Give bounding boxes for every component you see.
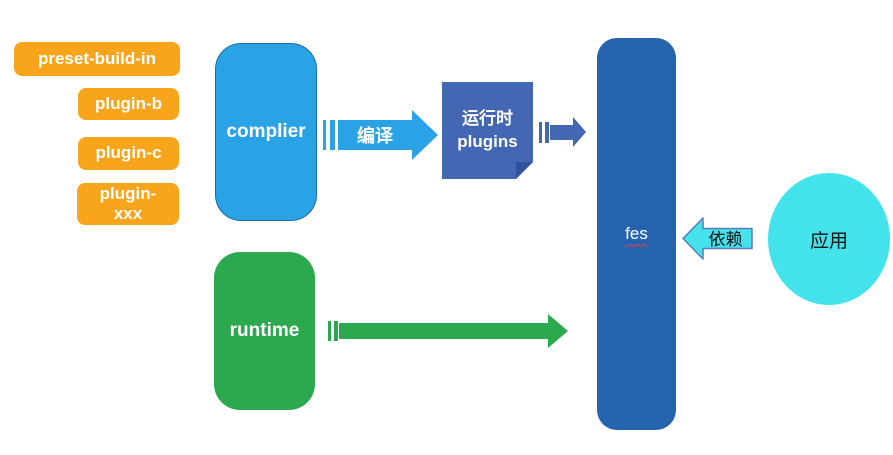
node-fes: fes <box>597 38 676 430</box>
plugins-to-fes-arrow-shaft <box>550 125 573 140</box>
badge-plugin-b: plugin-b <box>78 88 179 120</box>
badge-label: preset-build-in <box>37 48 157 68</box>
runtime-to-fes-arrow <box>328 314 568 348</box>
node-complier-label: complier <box>226 121 306 142</box>
node-complier: complier <box>215 43 317 221</box>
arrow-stripe <box>328 321 331 341</box>
compile-arrow-label: 编译 <box>357 126 393 146</box>
plugins-to-fes-arrow-head <box>573 117 586 147</box>
badge-label: plugin-c <box>95 143 162 163</box>
arrow-stripe <box>323 120 326 150</box>
node-runtime: runtime <box>214 252 315 410</box>
depends-arrow-label: 依赖 <box>708 230 743 249</box>
badge-label: plugin-xxx <box>99 183 157 223</box>
plugins-to-fes-arrow <box>539 117 586 148</box>
arrow-stripe <box>544 122 549 143</box>
node-runtime-plugins: 运行时 plugins <box>442 82 533 179</box>
badge-label: plugin-b <box>94 93 163 113</box>
depends-arrow-shape <box>682 217 753 260</box>
node-runtime-label: runtime <box>229 320 300 341</box>
compile-arrow-shaft: 编译 <box>338 120 412 150</box>
compile-arrow-head <box>412 110 438 160</box>
compile-arrow: 编译 <box>323 110 438 160</box>
node-fes-label: fes <box>625 224 648 243</box>
runtime-to-fes-arrow-head <box>548 314 568 348</box>
node-runtime-plugins-label: 运行时 plugins <box>457 109 518 151</box>
node-app: 应用 <box>768 173 890 305</box>
badge-plugin-xxx: plugin-xxx <box>77 183 179 225</box>
node-app-label: 应用 <box>809 230 848 252</box>
depends-arrow: 依赖 <box>682 217 753 260</box>
badge-plugin-c: plugin-c <box>78 137 179 170</box>
arrow-stripe <box>330 120 335 150</box>
runtime-to-fes-arrow-shaft <box>339 323 548 339</box>
arrow-stripe <box>333 321 338 341</box>
arrow-stripe <box>539 122 542 143</box>
badge-preset-build-in: preset-build-in <box>14 42 180 76</box>
